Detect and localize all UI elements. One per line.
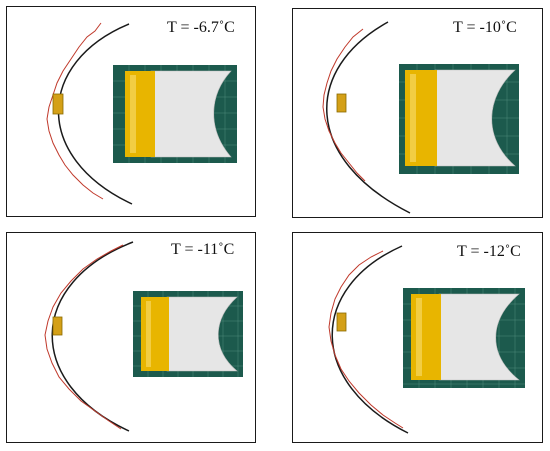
specimen-plate bbox=[150, 70, 232, 158]
temperature-label: T = -12˚C bbox=[457, 243, 521, 260]
clamp-block bbox=[336, 312, 347, 332]
predicted-curve bbox=[331, 245, 409, 434]
temperature-label: T = -11˚C bbox=[171, 241, 235, 258]
specimen-photo bbox=[403, 288, 525, 388]
curve-plot bbox=[328, 245, 409, 434]
measured-curve bbox=[46, 22, 104, 200]
panel-t-12: T = -12˚C bbox=[292, 232, 543, 443]
specimen-photo bbox=[399, 64, 519, 174]
measured-curve bbox=[44, 244, 124, 430]
specimen-photo bbox=[133, 291, 243, 377]
yellow-strip bbox=[141, 297, 169, 371]
specimen-photo bbox=[113, 65, 237, 163]
specimen-plate bbox=[438, 293, 520, 381]
panel-t-11: T = -11˚C bbox=[6, 232, 256, 443]
specimen-plate bbox=[166, 296, 238, 372]
temperature-label: T = -6.7˚C bbox=[167, 19, 235, 36]
curve-plot bbox=[322, 21, 411, 214]
yellow-strip bbox=[125, 71, 155, 157]
curve-plot bbox=[46, 22, 133, 205]
clamp-block bbox=[336, 93, 347, 113]
yellow-strip bbox=[405, 70, 437, 166]
clamp-block bbox=[52, 316, 63, 336]
clamp-block bbox=[52, 93, 64, 115]
specimen-plate bbox=[434, 69, 516, 167]
predicted-curve bbox=[51, 241, 134, 432]
temperature-label: T = -10˚C bbox=[453, 19, 517, 36]
predicted-curve bbox=[326, 21, 411, 214]
measured-curve bbox=[322, 28, 366, 182]
panel-t-6-7: T = -6.7˚C bbox=[6, 6, 256, 217]
curve-plot bbox=[44, 241, 134, 432]
panel-t-10: T = -10˚C bbox=[292, 8, 543, 218]
measured-curve bbox=[328, 250, 404, 429]
yellow-strip bbox=[411, 294, 441, 380]
